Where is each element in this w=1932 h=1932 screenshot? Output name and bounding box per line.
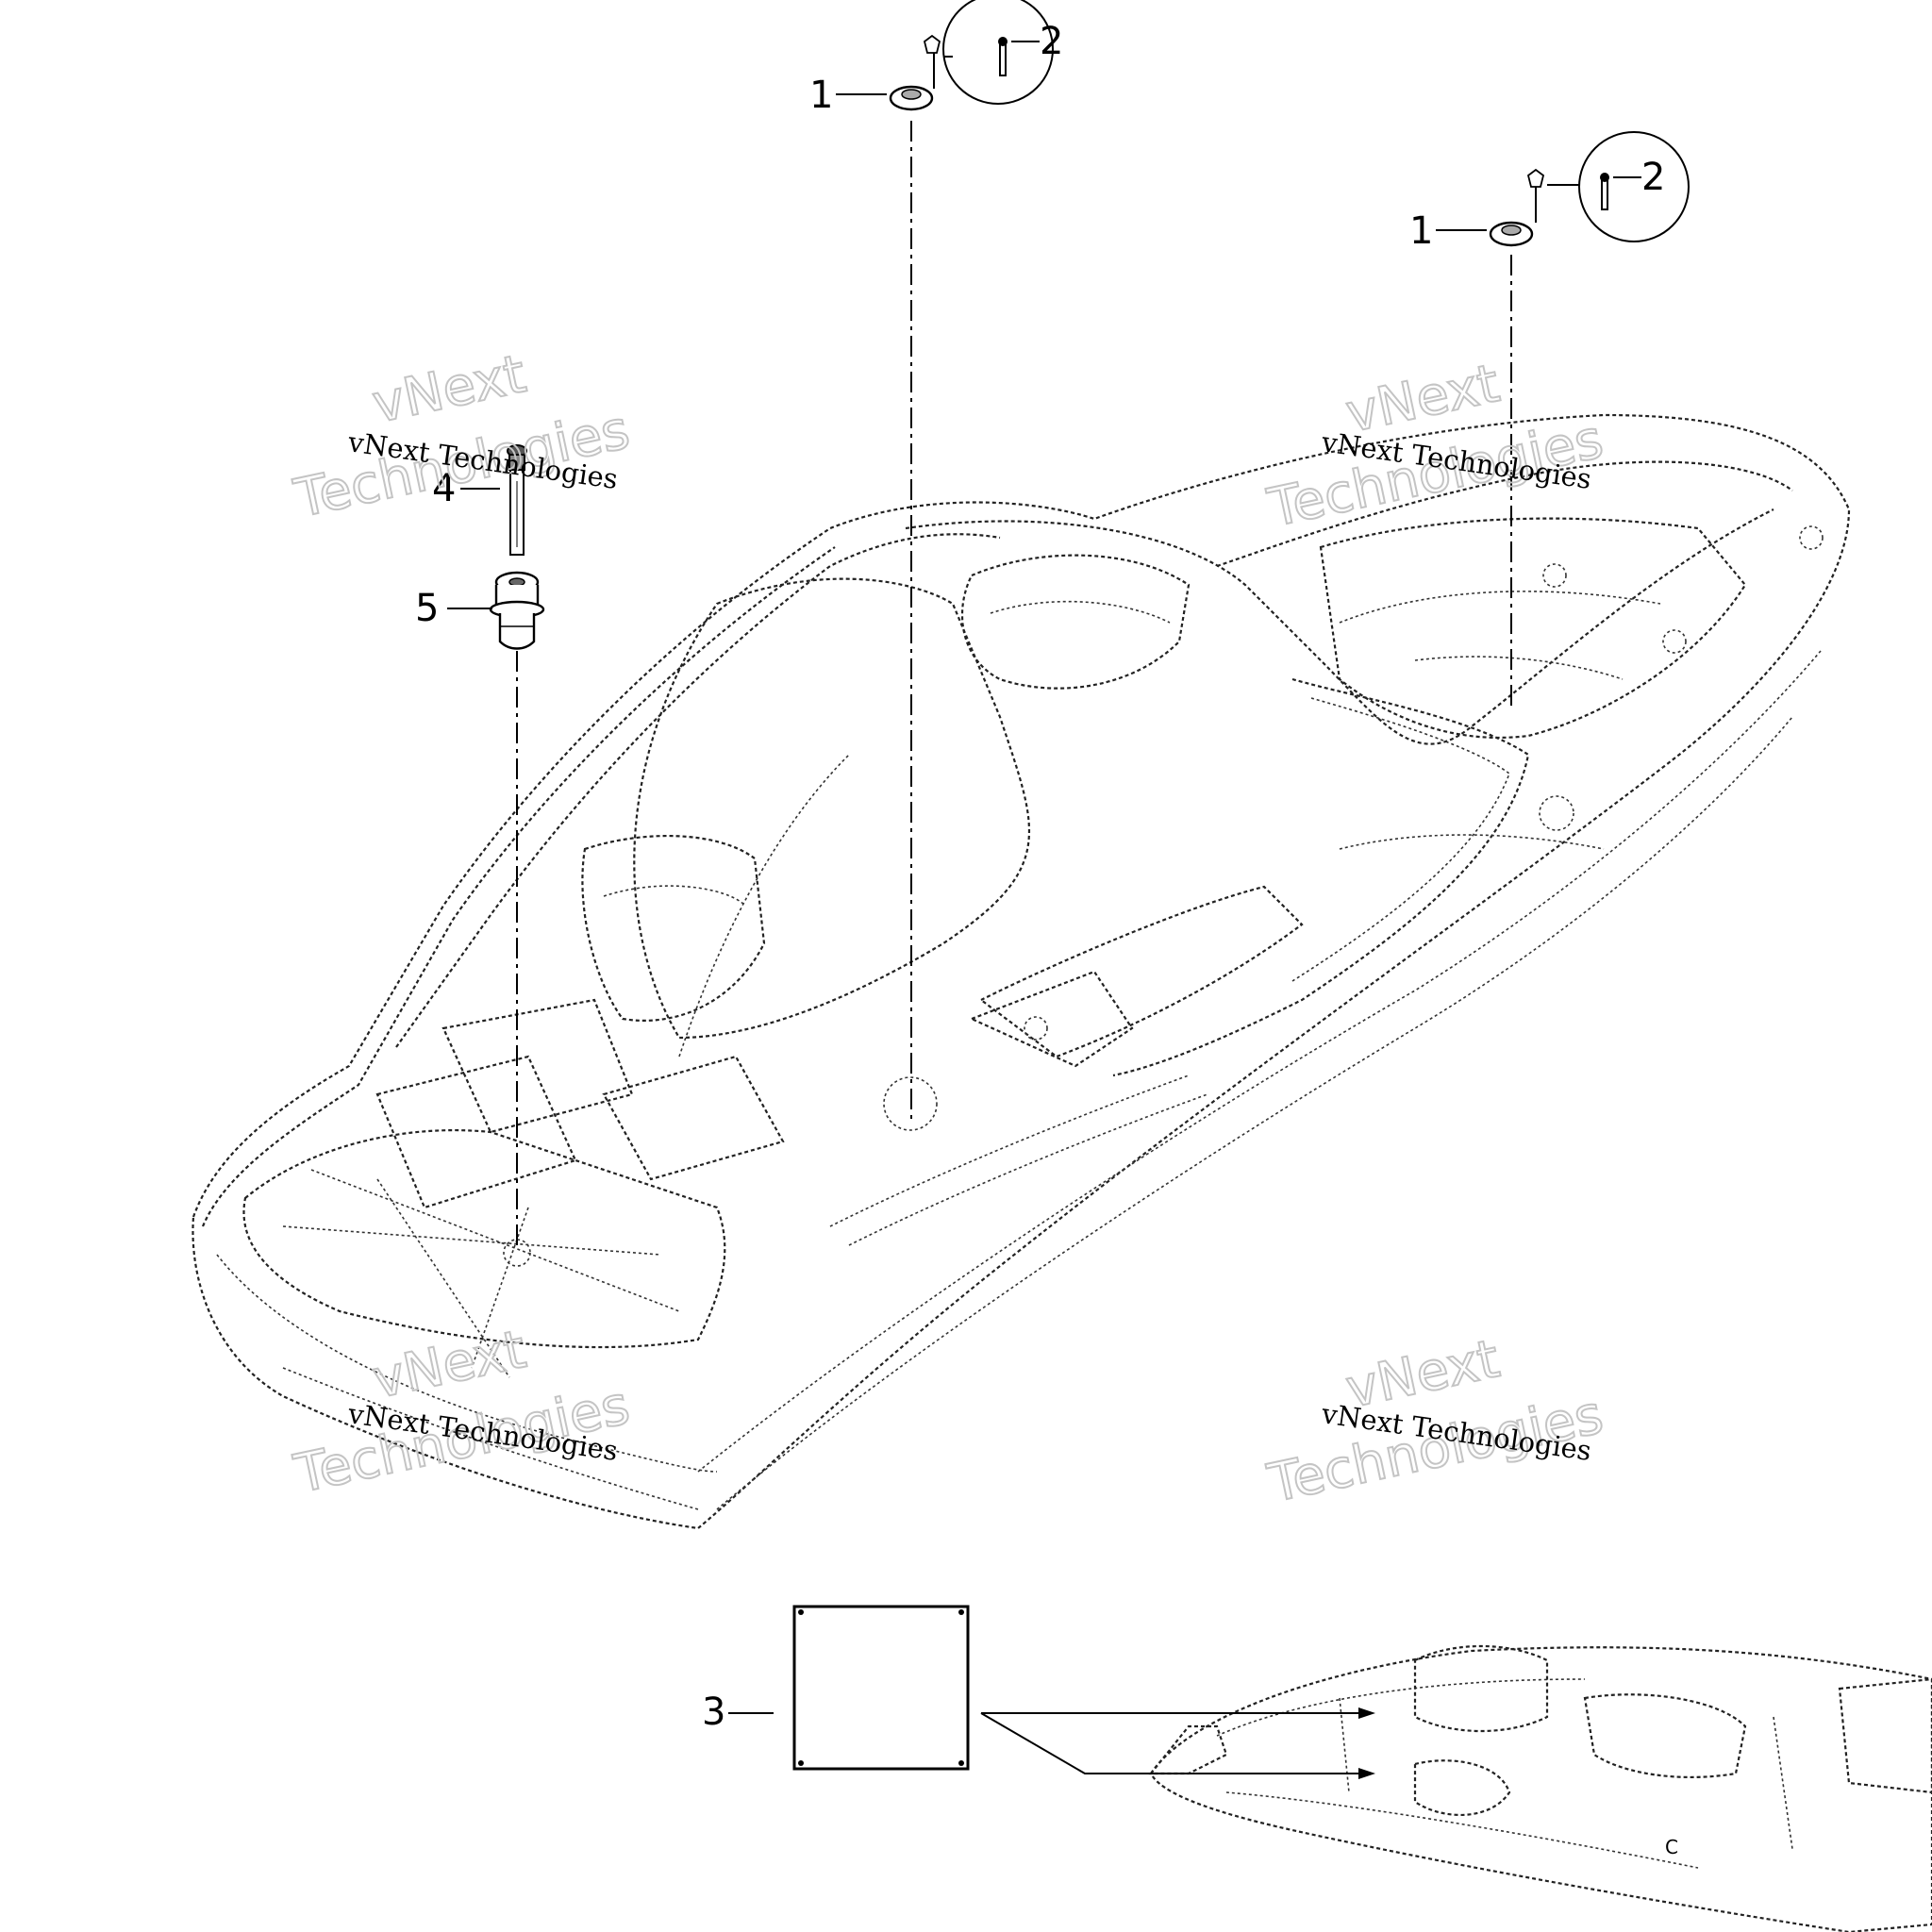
callout-plug-cap-left: 1: [809, 74, 833, 117]
callout-plug-cap-right: 1: [1409, 209, 1433, 253]
drain-bolt-part: [507, 444, 527, 556]
watermark-bottom-left: vNext Technologies vNext Technologies: [288, 1318, 635, 1507]
watermark-top-right: vNext Technologies vNext Technologies: [1261, 352, 1608, 541]
svg-text:vNext: vNext: [367, 1319, 531, 1411]
inset-boat-label-location: C: [1148, 1644, 1932, 1932]
label-location-leaders: [980, 1707, 1375, 1779]
callout-drain-fitting: 5: [415, 587, 439, 630]
drain-fitting-part: [489, 571, 545, 650]
callout-screw-left: 2: [1040, 20, 1063, 63]
plug-cap-left: [889, 85, 934, 111]
screw-bubble-left: [923, 0, 1054, 105]
screw-bubble-right: [1526, 131, 1690, 242]
label-sheet-part: [792, 1605, 970, 1771]
callout-screw-right: 2: [1641, 156, 1665, 199]
svg-text:C: C: [1665, 1836, 1678, 1858]
callout-label-sheet: 3: [702, 1690, 725, 1734]
watermark-top-left: vNext Technologies vNext Technologies: [288, 342, 635, 531]
watermark-bottom-right: vNext Technologies vNext Technologies: [1261, 1327, 1608, 1516]
main-boat-hull: [192, 413, 1851, 1530]
svg-text:vNext: vNext: [367, 343, 531, 436]
plug-cap-right: [1489, 221, 1534, 247]
callout-drain-bolt: 4: [432, 467, 456, 510]
